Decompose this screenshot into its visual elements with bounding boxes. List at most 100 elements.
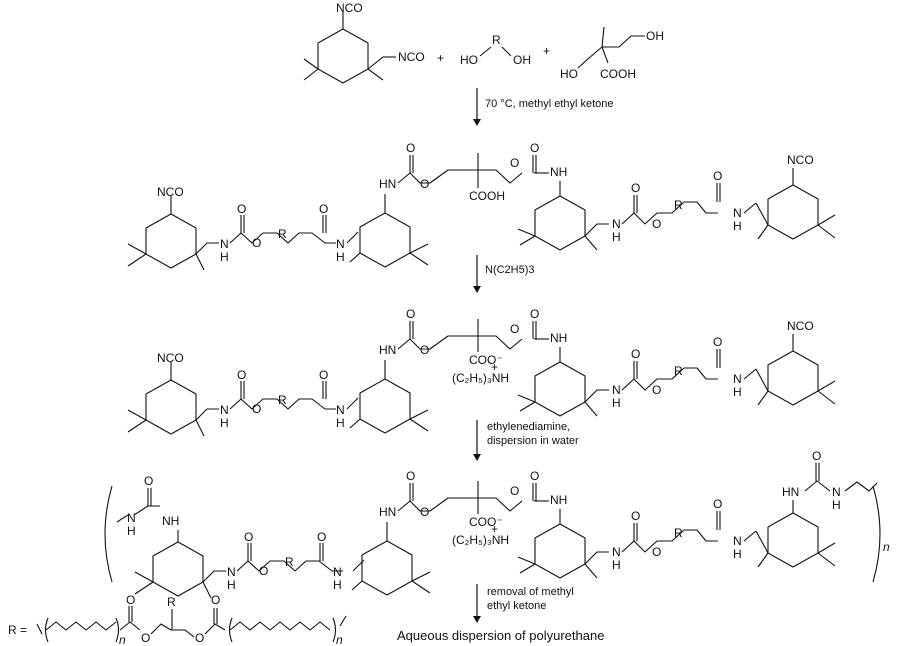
atom-label: O: [317, 530, 326, 544]
diol-ho: HO: [460, 53, 478, 67]
atom-label: N: [336, 403, 345, 417]
atom-label: O: [713, 497, 722, 511]
atom-label: n: [336, 633, 343, 646]
atom-label: O: [319, 202, 328, 216]
atom-label: O: [406, 469, 415, 483]
atom-label: N: [127, 511, 136, 525]
atom-label: O: [713, 335, 722, 349]
ipdi-nco-side: NCO: [398, 50, 425, 64]
atom-label: R: [278, 227, 287, 241]
atom-label: H: [220, 416, 229, 430]
prepolymer-structure: NCO N H O O R O N H HN O O COOH O O NH N…: [127, 141, 836, 271]
atom-label: O: [652, 217, 661, 231]
atom-label: O: [144, 474, 153, 488]
atom-label: H: [227, 578, 236, 592]
atom-label: +: [491, 360, 498, 374]
dmpa-oh: OH: [646, 29, 664, 43]
atom-label: HN: [379, 177, 396, 191]
atom-label: O: [652, 383, 661, 397]
atom-label: COO⁻: [469, 515, 503, 529]
atom-label: (C₂H₅)₃NH: [452, 371, 509, 385]
atom-label: N: [612, 545, 621, 559]
atom-label: O: [237, 202, 246, 216]
atom-label: N: [333, 565, 342, 579]
atom-label: O: [510, 156, 519, 170]
atom-label: O: [812, 449, 821, 463]
atom-label: O: [319, 368, 328, 382]
atom-label: O: [126, 593, 135, 607]
atom-label: NH: [162, 514, 179, 528]
atom-label: O: [406, 141, 415, 155]
atom-label: NCO: [787, 153, 814, 167]
atom-label: H: [733, 385, 742, 399]
atom-label: (C₂H₅)₃NH: [452, 533, 509, 547]
atom-label: O: [530, 141, 539, 155]
atom-label: O: [252, 402, 261, 416]
atom-label: N: [336, 237, 345, 251]
atom-label: R: [674, 198, 683, 212]
step-arrow-1: 70 °C, methyl ethyl ketone: [473, 88, 614, 126]
diol-oh: OH: [513, 53, 531, 67]
atom-label: NCO: [157, 185, 184, 199]
atom-label: N: [220, 237, 229, 251]
atom-label: H: [733, 219, 742, 233]
atom-label: N: [733, 206, 742, 220]
step-arrow-4: removal of methyl ethyl ketone: [473, 584, 574, 623]
dmpa-cooh: COOH: [600, 67, 636, 81]
atom-label: O: [530, 307, 539, 321]
atom-label: H: [336, 250, 345, 264]
atom-label: O: [244, 530, 253, 544]
atom-label: H: [220, 250, 229, 264]
reagent-ipdi: NCO NCO: [303, 1, 425, 84]
atom-label: N: [733, 534, 742, 548]
atom-label: O: [420, 177, 429, 191]
atom-label: N: [733, 372, 742, 386]
atom-label: O: [713, 169, 722, 183]
atom-label: O: [141, 631, 150, 645]
atom-label: O: [211, 593, 220, 607]
atom-label: NCO: [787, 319, 814, 333]
atom-label: H: [733, 547, 742, 561]
atom-label: NH: [550, 165, 567, 179]
atom-label: O: [652, 545, 661, 559]
atom-label: R: [674, 526, 683, 540]
atom-label: N: [227, 565, 236, 579]
atom-label: +: [491, 522, 498, 536]
atom-label: H: [612, 396, 621, 410]
ipdi-nco-top: NCO: [336, 1, 363, 15]
atom-label: R: [278, 393, 287, 407]
r-definition-label: R =: [8, 623, 27, 637]
atom-label: O: [420, 505, 429, 519]
atom-label: R: [285, 555, 294, 569]
atom-label: COO⁻: [469, 353, 503, 367]
step-arrow-2: N(C2H5)3: [473, 255, 535, 293]
atom-label: O: [237, 368, 246, 382]
neutralized-prepolymer-structure: NCO N H O O R O N H HN O O COO⁻ + (C₂H₅)…: [127, 307, 836, 437]
atom-label: HN: [379, 343, 396, 357]
step-2-condition: N(C2H5)3: [485, 264, 535, 276]
step-3-condition-line-1: ethylenediamine,: [487, 421, 570, 433]
atom-label: O: [406, 307, 415, 321]
plus-sign-1: +: [437, 51, 444, 65]
atom-label: H: [336, 416, 345, 430]
reagent-diol: HO R OH: [460, 33, 531, 67]
atom-label: R: [167, 595, 176, 609]
reagent-dmpa: OH HO COOH: [560, 26, 664, 81]
step-1-condition: 70 °C, methyl ethyl ketone: [485, 98, 614, 110]
chain-extended-polymer-structure: n: [104, 449, 890, 599]
step-arrow-3: ethylenediamine, dispersion in water: [473, 420, 579, 461]
atom-label: O: [195, 631, 204, 645]
atom-label: N: [612, 383, 621, 397]
atom-label: O: [259, 564, 268, 578]
atom-label: N: [832, 485, 841, 499]
atom-label: NCO: [157, 351, 184, 365]
atom-label: H: [333, 578, 342, 592]
step-4-condition-line-2: ethyl ketone: [487, 600, 546, 612]
step-4-condition-line-1: removal of methyl: [487, 586, 574, 598]
atom-label: O: [252, 236, 261, 250]
atom-label: H: [612, 230, 621, 244]
atom-label: HN: [782, 485, 799, 499]
atom-label: H: [832, 498, 841, 512]
atom-label: N: [612, 217, 621, 231]
atom-label: O: [530, 469, 539, 483]
